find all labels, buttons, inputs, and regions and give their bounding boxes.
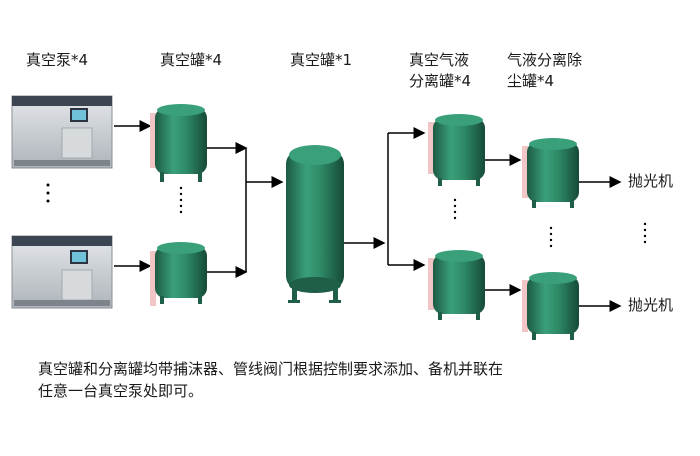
manifold-left bbox=[207, 142, 284, 278]
label-dust-tank-line1: 气液分离除 bbox=[507, 51, 583, 69]
vacuum-pump-top bbox=[11, 95, 113, 169]
buffer-tank-ellipsis bbox=[179, 186, 183, 214]
label-buffer-tank: 真空罐*4 bbox=[160, 51, 223, 69]
note-line-2: 任意一台真空泵处即可。 bbox=[38, 382, 204, 400]
label-dust-tank-line2: 尘罐*4 bbox=[507, 72, 555, 90]
label-main-tank: 真空罐*1 bbox=[290, 51, 353, 69]
label-polisher-bottom: 抛光机 bbox=[628, 296, 674, 314]
label-separator-tank-line1: 真空气液 bbox=[409, 51, 470, 69]
vacuum-pump-bottom bbox=[11, 235, 113, 309]
separator-tank-top bbox=[428, 114, 485, 186]
dust-tank-bottom bbox=[522, 272, 579, 340]
dust-tank-ellipsis bbox=[549, 226, 553, 248]
separator-tank-bottom bbox=[428, 250, 485, 320]
buffer-tank-top bbox=[150, 104, 207, 182]
polisher-ellipsis bbox=[643, 222, 647, 244]
label-separator-tank-line2: 分离罐*4 bbox=[409, 72, 472, 90]
note-line-1: 真空罐和分离罐均带捕沫器、管线阀门根据控制要求添加、备机并联在 bbox=[38, 360, 504, 378]
dust-tank-top bbox=[522, 138, 579, 208]
separator-tank-ellipsis bbox=[453, 198, 457, 220]
buffer-tank-bottom bbox=[150, 242, 207, 306]
label-polisher-top: 抛光机 bbox=[628, 172, 674, 190]
main-vacuum-tank bbox=[286, 145, 344, 303]
pump-ellipsis bbox=[46, 183, 50, 203]
label-vacuum-pump: 真空泵*4 bbox=[26, 51, 89, 69]
manifold-right bbox=[344, 127, 426, 271]
